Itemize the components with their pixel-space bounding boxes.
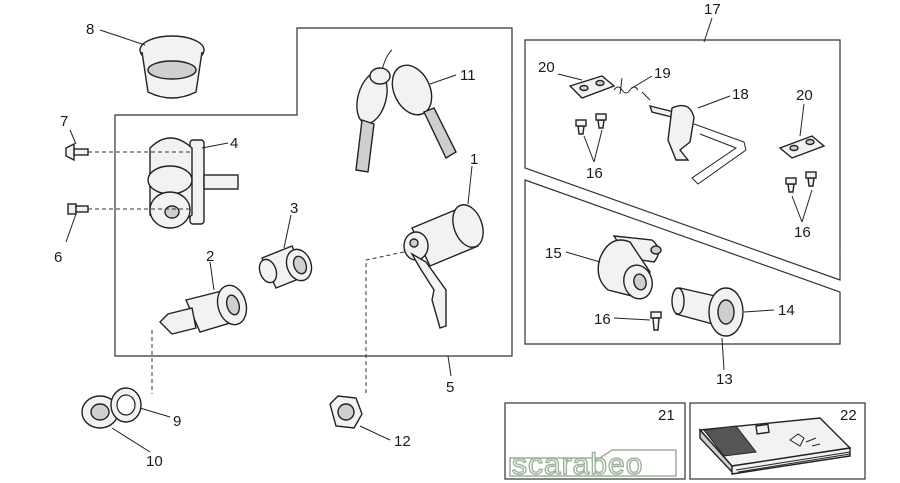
callout-3: 3 bbox=[290, 200, 298, 217]
box-21 bbox=[504, 402, 686, 480]
part-1-lock-cylinder bbox=[403, 204, 484, 329]
group-13-frame bbox=[524, 179, 841, 345]
part-8-bushing bbox=[139, 35, 205, 99]
part-20-bracket-right bbox=[778, 135, 826, 159]
callout-10: 10 bbox=[146, 453, 163, 470]
box-22 bbox=[689, 402, 866, 480]
callout-14: 14 bbox=[778, 302, 795, 319]
leader-lines bbox=[65, 17, 813, 453]
part-18-lever bbox=[648, 104, 747, 185]
svg-text:scarabeo: scarabeo bbox=[512, 448, 643, 481]
group-17-frame bbox=[524, 39, 841, 281]
callout-21: 21 bbox=[658, 407, 675, 424]
callout-22: 22 bbox=[840, 407, 857, 424]
part-12-nut bbox=[329, 395, 363, 429]
part-15-housing bbox=[597, 235, 662, 300]
callout-labels: 8 4 7 6 3 2 11 1 5 9 10 12 17 20 19 18 2… bbox=[54, 1, 857, 470]
callout-15: 15 bbox=[545, 245, 562, 262]
part-14-sleeve bbox=[671, 287, 744, 337]
callout-18: 18 bbox=[732, 86, 749, 103]
part-2-latch bbox=[159, 284, 248, 335]
part-3-cylinder bbox=[258, 245, 313, 289]
part-16-screws-group17 bbox=[575, 113, 817, 193]
callout-20-right: 20 bbox=[796, 87, 813, 104]
part-9-lock-washer bbox=[110, 387, 142, 423]
dash-line-1 bbox=[365, 251, 405, 396]
callout-9: 9 bbox=[173, 413, 181, 430]
callout-5: 5 bbox=[446, 379, 454, 396]
part-7-screw bbox=[65, 142, 89, 162]
part-6-screw bbox=[67, 203, 89, 215]
callout-16-a: 16 bbox=[586, 165, 603, 182]
part-20-bracket-left bbox=[568, 75, 616, 99]
callout-12: 12 bbox=[394, 433, 411, 450]
callout-20-left: 20 bbox=[538, 59, 555, 76]
callout-8: 8 bbox=[86, 21, 94, 38]
callout-16-c: 16 bbox=[594, 311, 611, 328]
callout-17: 17 bbox=[704, 1, 721, 18]
part-19-spring bbox=[613, 77, 651, 101]
callout-16-b: 16 bbox=[794, 224, 811, 241]
callout-6: 6 bbox=[54, 249, 62, 266]
part-10-nut bbox=[81, 395, 119, 429]
callout-1: 1 bbox=[470, 151, 478, 168]
scarabeo-logo: scarabeo bbox=[509, 447, 677, 482]
callout-7: 7 bbox=[60, 113, 68, 130]
group-5-frame bbox=[114, 27, 513, 357]
part-11-keys bbox=[355, 49, 457, 173]
part-16-screw-group13 bbox=[650, 311, 662, 331]
callout-11: 11 bbox=[460, 67, 476, 84]
callout-19: 19 bbox=[654, 65, 671, 82]
owner-manual-illustration bbox=[698, 417, 852, 475]
callout-4: 4 bbox=[230, 135, 238, 152]
callout-2: 2 bbox=[206, 248, 214, 265]
callout-13: 13 bbox=[716, 371, 733, 388]
